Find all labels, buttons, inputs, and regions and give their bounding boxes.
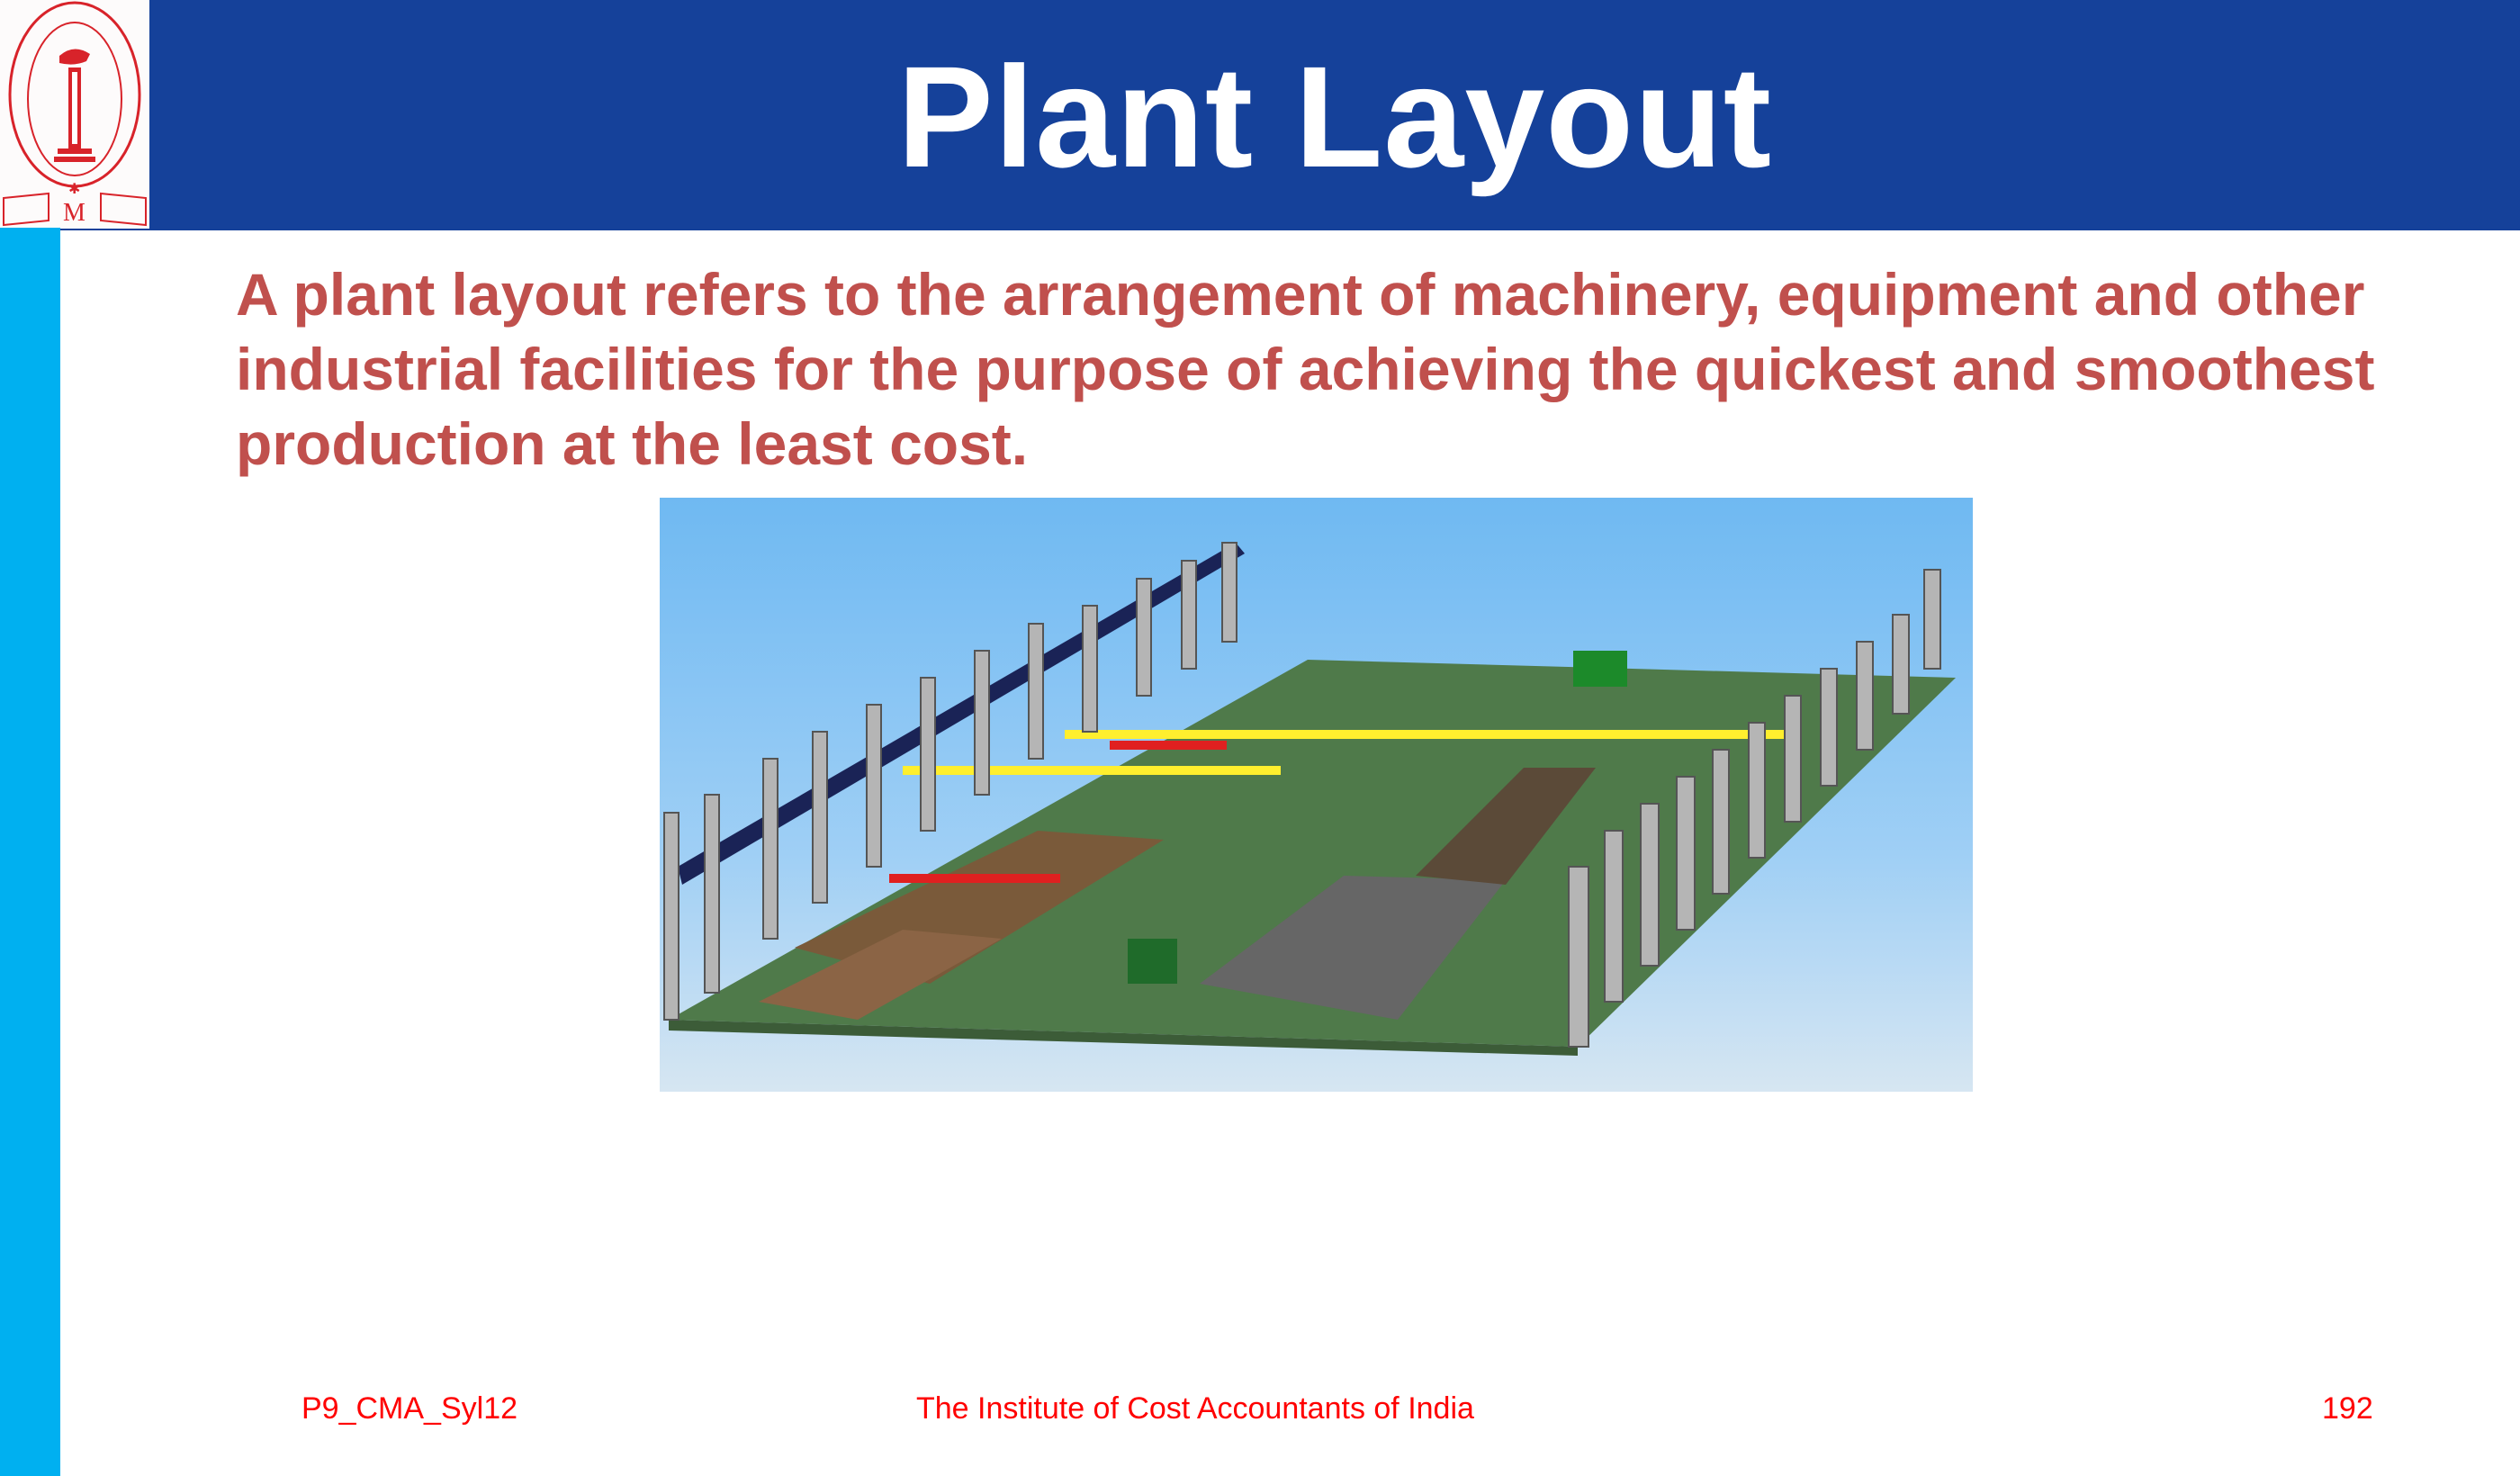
sidebar-accent-bar xyxy=(0,228,60,1476)
factory-3d-layout-illustration-icon xyxy=(660,498,1973,1092)
plant-layout-image xyxy=(660,498,1973,1092)
footer-course-code: P9_CMA_Syl12 xyxy=(302,1391,518,1426)
institute-logo: ✱ M xyxy=(0,0,149,229)
definition-text: A plant layout refers to the arrangement… xyxy=(236,261,2375,477)
slide-header: ✱ M Plant Layout xyxy=(0,0,2520,230)
svg-text:✱: ✱ xyxy=(68,182,80,197)
slide-title: Plant Layout xyxy=(896,36,1773,197)
footer-institute-name: The Institute of Cost Accountants of Ind… xyxy=(916,1391,1474,1426)
footer-page-number: 192 xyxy=(2322,1391,2373,1426)
svg-text:M: M xyxy=(63,199,86,227)
